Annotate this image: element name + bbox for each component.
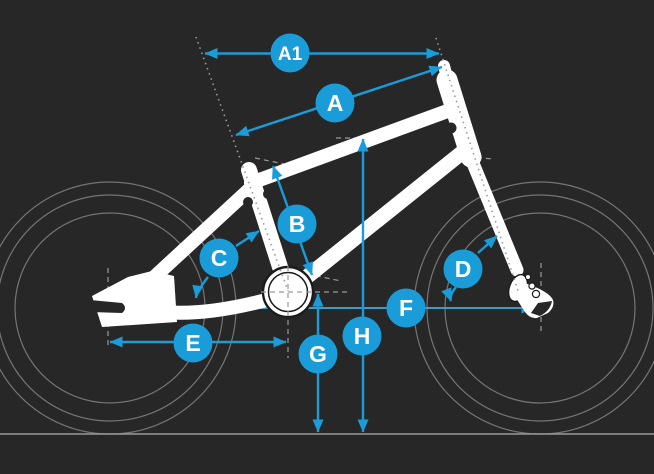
seat-tube-axis bbox=[195, 36, 289, 292]
badge-h-label: H bbox=[354, 323, 371, 349]
steerer-tube bbox=[438, 60, 457, 98]
badge-f[interactable]: F bbox=[386, 288, 426, 328]
front-axle-slot bbox=[531, 301, 552, 316]
badge-g[interactable]: G bbox=[298, 334, 338, 374]
badge-c-label: C bbox=[211, 245, 228, 271]
badge-d-label: D bbox=[455, 256, 472, 282]
seat-clamp-notch-right bbox=[263, 189, 273, 199]
badge-b-label: B bbox=[289, 211, 306, 237]
seat-clamp-notch-left bbox=[243, 197, 253, 207]
down-tube bbox=[280, 143, 472, 300]
steering-axis bbox=[435, 37, 520, 295]
badge-a[interactable]: A bbox=[315, 83, 355, 123]
measure-c-arrow-horizontal bbox=[192, 276, 209, 299]
badge-a1[interactable]: A1 bbox=[270, 33, 310, 73]
badge-e[interactable]: E bbox=[173, 323, 213, 363]
rear-dropout bbox=[92, 271, 177, 327]
badge-d[interactable]: D bbox=[443, 249, 483, 289]
head-tube-bottom-tick bbox=[458, 155, 494, 160]
badge-a1-label: A1 bbox=[278, 44, 303, 65]
axis-lines bbox=[195, 36, 520, 295]
badge-g-label: G bbox=[309, 341, 327, 367]
badge-b[interactable]: B bbox=[277, 204, 317, 244]
head-tube-notch bbox=[445, 122, 457, 134]
rear-axle-slot bbox=[90, 300, 125, 313]
front-dropout bbox=[507, 273, 554, 319]
badge-h[interactable]: H bbox=[342, 316, 382, 356]
bb-crosshair bbox=[261, 266, 347, 358]
measurement-badges: A1 A B C D E F G bbox=[173, 33, 483, 374]
measure-c-arrow-seat-tube bbox=[235, 229, 260, 248]
seat-tube-bottom-tick bbox=[306, 273, 342, 282]
badge-f-label: F bbox=[399, 295, 413, 321]
badge-a-label: A bbox=[327, 90, 344, 116]
measure-d-arrow-fork bbox=[477, 235, 498, 254]
badge-e-label: E bbox=[185, 330, 200, 356]
fork-leg bbox=[463, 149, 524, 277]
measure-d-arrow-horizontal bbox=[441, 286, 457, 302]
badge-c[interactable]: C bbox=[199, 238, 239, 278]
